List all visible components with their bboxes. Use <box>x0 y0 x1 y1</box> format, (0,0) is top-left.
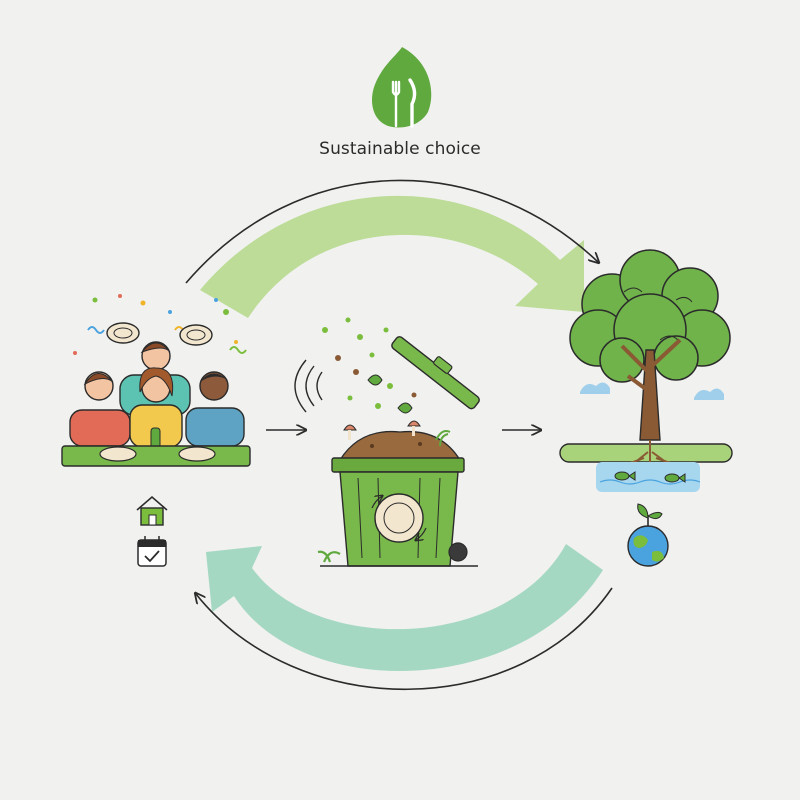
leaf-fork-knife-icon <box>372 47 432 128</box>
home-icon <box>136 495 168 526</box>
compost-particles <box>322 317 417 409</box>
calendar-check-icon <box>137 536 167 567</box>
people-eating-party-illustration <box>61 294 251 467</box>
tree-canopy <box>569 249 731 383</box>
diagram-title: Sustainable choice <box>319 139 481 159</box>
tree-with-roots-illustration <box>559 249 733 492</box>
top-cycle-arrow <box>185 179 598 318</box>
fish-icon <box>614 471 686 483</box>
compost-bin-illustration <box>294 317 480 567</box>
bottom-cycle-arrow <box>196 544 613 691</box>
earth-sprout-icon <box>627 503 669 567</box>
confetti <box>73 294 247 355</box>
